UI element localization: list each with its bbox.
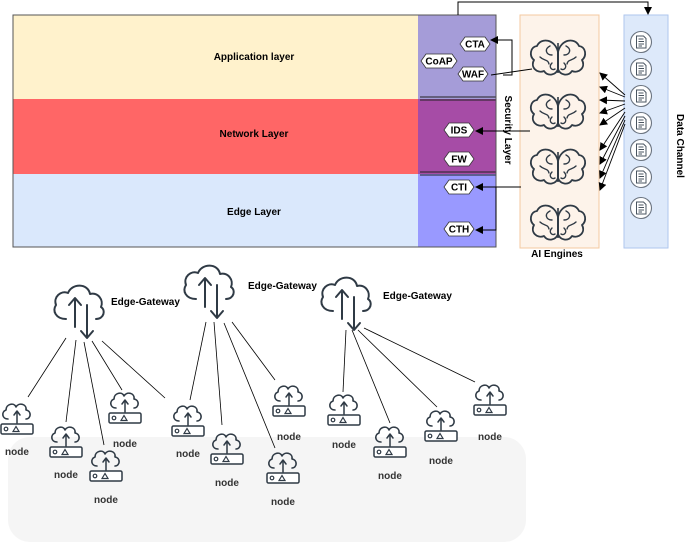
data-to-ai-arrows xyxy=(598,72,626,191)
document-icon xyxy=(629,196,653,220)
ai-engines-label: AI Engines xyxy=(531,249,583,260)
network-layer-label: Network Layer xyxy=(220,129,289,140)
badge-cth: CTH xyxy=(443,221,475,237)
cloud-server-icon xyxy=(373,426,407,458)
badge-fw: FW xyxy=(443,151,475,167)
ground-area xyxy=(8,437,526,542)
edge-layer xyxy=(13,174,418,247)
node-label: node xyxy=(176,449,200,460)
document-icon xyxy=(629,165,653,189)
application-layer-label: Application layer xyxy=(214,52,295,63)
cloud-server-icon xyxy=(473,384,507,416)
gateway-label-1: Edge-Gateway xyxy=(111,297,180,308)
security-layer-label: Security Layer xyxy=(502,96,513,165)
gateway-node-links xyxy=(27,321,476,449)
cloud-server-icon xyxy=(0,403,34,435)
document-icon xyxy=(629,57,653,81)
badge-coap: CoAP xyxy=(420,53,458,69)
svg-text:FW: FW xyxy=(451,155,467,166)
document-icon xyxy=(629,30,653,54)
node-label: node xyxy=(5,447,29,458)
application-layer xyxy=(13,15,418,99)
cloud-upload-download-icon xyxy=(183,264,235,319)
document-icon xyxy=(629,111,653,135)
svg-text:CoAP: CoAP xyxy=(425,57,453,68)
cloud-upload-download-icon xyxy=(53,284,105,339)
network-layer xyxy=(13,99,418,174)
node-label: node xyxy=(113,439,137,450)
cloud-server-icon xyxy=(327,394,361,426)
badge-waf: WAF xyxy=(457,66,489,82)
cloud-server-icon xyxy=(49,426,83,458)
cloud-server-icon xyxy=(272,385,306,417)
badge-cta: CTA xyxy=(459,36,491,52)
node-label: node xyxy=(378,471,402,482)
svg-text:WAF: WAF xyxy=(462,70,484,81)
node-label: node xyxy=(94,495,118,506)
node-label: node xyxy=(478,432,502,443)
svg-text:CTI: CTI xyxy=(451,183,467,194)
document-icon xyxy=(629,84,653,108)
node-label: node xyxy=(215,478,239,489)
document-icon xyxy=(629,138,653,162)
data-channel-label: Data Channel xyxy=(674,114,685,178)
node-label: node xyxy=(54,470,78,481)
cloud-server-icon xyxy=(171,405,205,437)
edge-layer-label: Edge Layer xyxy=(227,207,281,218)
node-label: node xyxy=(271,497,295,508)
cloud-server-icon xyxy=(424,410,458,442)
gateway-label-2: Edge-Gateway xyxy=(248,281,317,292)
node-labels: node node node node node node node node … xyxy=(5,432,502,508)
badge-cti: CTI xyxy=(443,179,475,195)
cloud-upload-download-icon xyxy=(320,276,372,331)
node-label: node xyxy=(277,432,301,443)
svg-text:CTH: CTH xyxy=(449,225,470,236)
node-label: node xyxy=(332,440,356,451)
svg-text:IDS: IDS xyxy=(451,126,468,137)
cloud-server-icon xyxy=(108,392,142,424)
badge-ids: IDS xyxy=(443,122,475,138)
gateway-label-3: Edge-Gateway xyxy=(383,291,452,302)
node-label: node xyxy=(429,456,453,467)
svg-text:CTA: CTA xyxy=(465,40,485,51)
